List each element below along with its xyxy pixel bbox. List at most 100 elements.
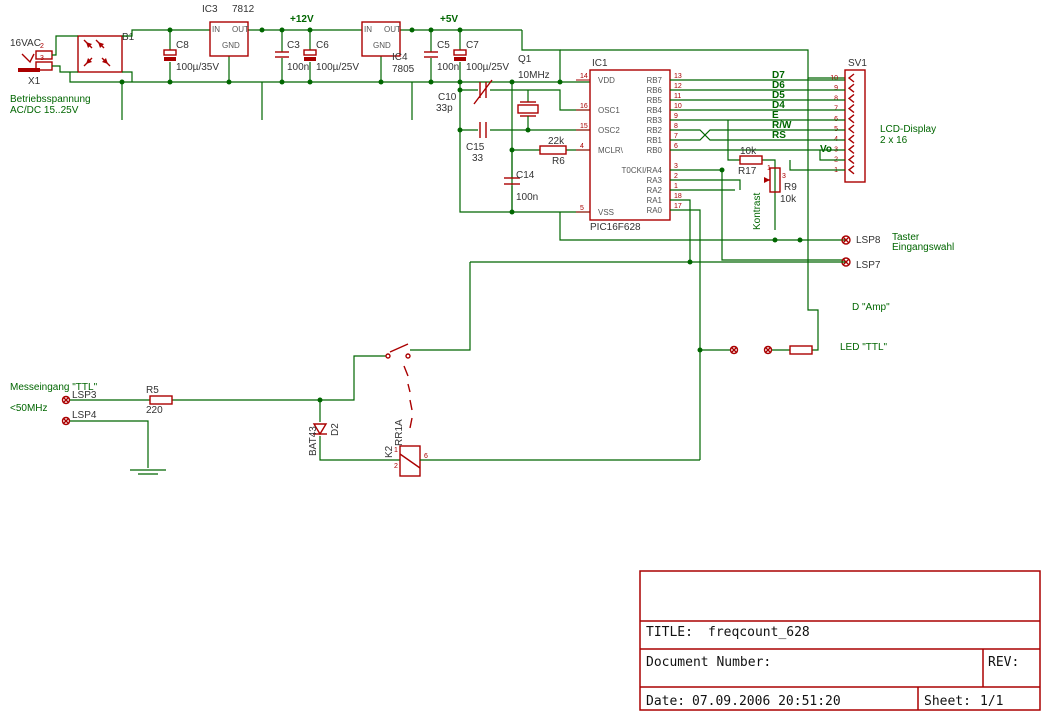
c6-ref-label: C6 [316, 40, 329, 51]
r6-value-label: 22k [548, 136, 565, 147]
mcu-pin-number: 13 [674, 73, 682, 80]
mcu-pin-name: VDD [598, 76, 615, 85]
k2-pin1-label: 1 [394, 447, 398, 454]
pad-lsp7: LSP7 [841, 257, 881, 271]
mcu-pin-number: 1 [674, 183, 678, 190]
meas-label-2: <50MHz [10, 403, 48, 414]
lcd-pin-number: 8 [834, 95, 838, 102]
rail-5v-label: +5V [440, 14, 458, 25]
lcd-title-1: LCD-Display [880, 124, 936, 135]
c5-ref-label: C5 [437, 40, 450, 51]
mcu-pin-number: 8 [674, 123, 678, 130]
mcu-pin-number: 17 [674, 203, 682, 210]
c8-ref-label: C8 [176, 40, 189, 51]
ic4-gnd-pin: GND [373, 41, 391, 50]
capacitor-c10: C10 33p [436, 79, 493, 114]
taster-label-2: Eingangswahl [892, 242, 954, 253]
r9-pin3-label: 3 [782, 173, 786, 180]
ic3-out-pin: OUT [232, 25, 249, 34]
crystal-q1: Q1 10MHz [517, 54, 550, 130]
mcu-pin-number: 7 [674, 133, 678, 140]
mcu-pin-number: 5 [580, 205, 584, 212]
resistor-r17: 10k R17 [738, 146, 763, 177]
title-value: freqcount_628 [708, 625, 810, 640]
k2-value-label: RR1A [394, 419, 405, 446]
rail-12v-label: +12V [290, 14, 314, 25]
lcd-pin-contact [847, 144, 855, 154]
c7-ref-label: C7 [466, 40, 479, 51]
bridge-rectifier-b1: B1 [77, 32, 135, 73]
mcu-pin-number: 4 [580, 143, 584, 150]
ic1-part-label: PIC16F628 [590, 222, 641, 233]
mcu-pin-name: RA0 [646, 206, 662, 215]
k2-pin2-label: 2 [394, 463, 398, 470]
ic4-ref-label: IC4 [392, 52, 408, 63]
r17-value-label: 10k [740, 146, 757, 157]
mcu-pin-name: OSC1 [598, 106, 620, 115]
c5-value-label: 100n [437, 62, 459, 73]
ic4-out-pin: OUT [384, 25, 401, 34]
c14-value-label: 100n [516, 192, 538, 203]
mcu-pin-number: 2 [674, 173, 678, 180]
bridge-ref-label: B1 [122, 32, 135, 43]
ic4-part-label: 7805 [392, 64, 415, 75]
title-label: TITLE: [646, 625, 693, 640]
ic3-part-label: 7812 [232, 4, 255, 15]
diode-d2: BAT43 D2 [308, 423, 341, 456]
mcu-pin-name: MCLR\ [598, 146, 624, 155]
c10-value-label: 33p [436, 103, 453, 114]
mcu-pin-name: VSS [598, 208, 614, 217]
meas-label-1: Messeingang "TTL" [10, 382, 98, 393]
x1-voltage-label: 16VAC [10, 38, 41, 49]
mcu-pin-name: RB6 [646, 86, 662, 95]
x1-ref-label: X1 [28, 76, 41, 87]
mcu-pin-number: 9 [674, 113, 678, 120]
regulator-ic4: IN OUT GND IC4 7805 [361, 21, 415, 75]
lsp3-label: LSP3 [72, 390, 97, 401]
relay-k2: 1 2 6 K2 RR1A [384, 419, 700, 477]
ic3-in-pin: IN [212, 25, 220, 34]
supply-caption-1: Betriebsspannung [10, 94, 91, 105]
lsp8-label: LSP8 [856, 235, 881, 246]
lcd-pin-contact [847, 124, 855, 134]
connector-x1: 16VAC 2 3 X1 [10, 38, 53, 87]
capacitor-c5: C5 100n [424, 30, 459, 82]
io-section: LSP8 LSP7 Taster Eingangswahl D "Amp" LE… [10, 232, 954, 477]
mcu-pin-number: 16 [580, 103, 588, 110]
pad-lsp3: LSP3 [61, 390, 97, 405]
potentiometer-r9: 1 3 R9 10k Kontrast [752, 165, 797, 230]
led-ttl-label: LED "TTL" [840, 342, 888, 353]
mcu-pin-name: RB3 [646, 116, 662, 125]
r6-ref-label: R6 [552, 156, 565, 167]
lcd-pin-number: 9 [834, 85, 838, 92]
r9-value-label: 10k [780, 194, 797, 205]
lcd-pin-contact [847, 155, 855, 165]
k2-ref-label: K2 [384, 445, 395, 458]
lcd-net-label: D7 [772, 70, 785, 81]
supply-caption-2: AC/DC 15..25V [10, 105, 79, 116]
mcu-pin-name: RA2 [646, 186, 662, 195]
c15-value-label: 33 [472, 153, 484, 164]
relay-contact [385, 343, 413, 429]
q1-ref-label: Q1 [518, 54, 532, 65]
mcu-pin-name: T0CKI/RA4 [622, 166, 663, 175]
c3-value-label: 100n [287, 62, 309, 73]
ic1-ref-label: IC1 [592, 58, 608, 69]
q1-value-label: 10MHz [518, 70, 550, 81]
taster-label-1: Taster [892, 232, 920, 243]
lsp7-label: LSP7 [856, 260, 881, 271]
capacitor-c6: C6 100µ/25V [303, 30, 359, 82]
lcd-net-label: RS [772, 130, 786, 141]
lcd-net-label: D6 [772, 80, 785, 91]
capacitor-c7: C7 100µ/25V [453, 30, 509, 82]
c15-ref-label: C15 [466, 142, 485, 153]
c6-value-label: 100µ/25V [316, 62, 359, 73]
lcd-net-label: R/W [772, 120, 792, 131]
capacitor-c3: C3 100n [275, 30, 309, 82]
mcu-pin-number: 10 [674, 103, 682, 110]
lcd-net-label: D4 [772, 100, 785, 111]
pad-lsp8: LSP8 [841, 235, 881, 246]
mcu-pin-name: RB1 [646, 136, 662, 145]
